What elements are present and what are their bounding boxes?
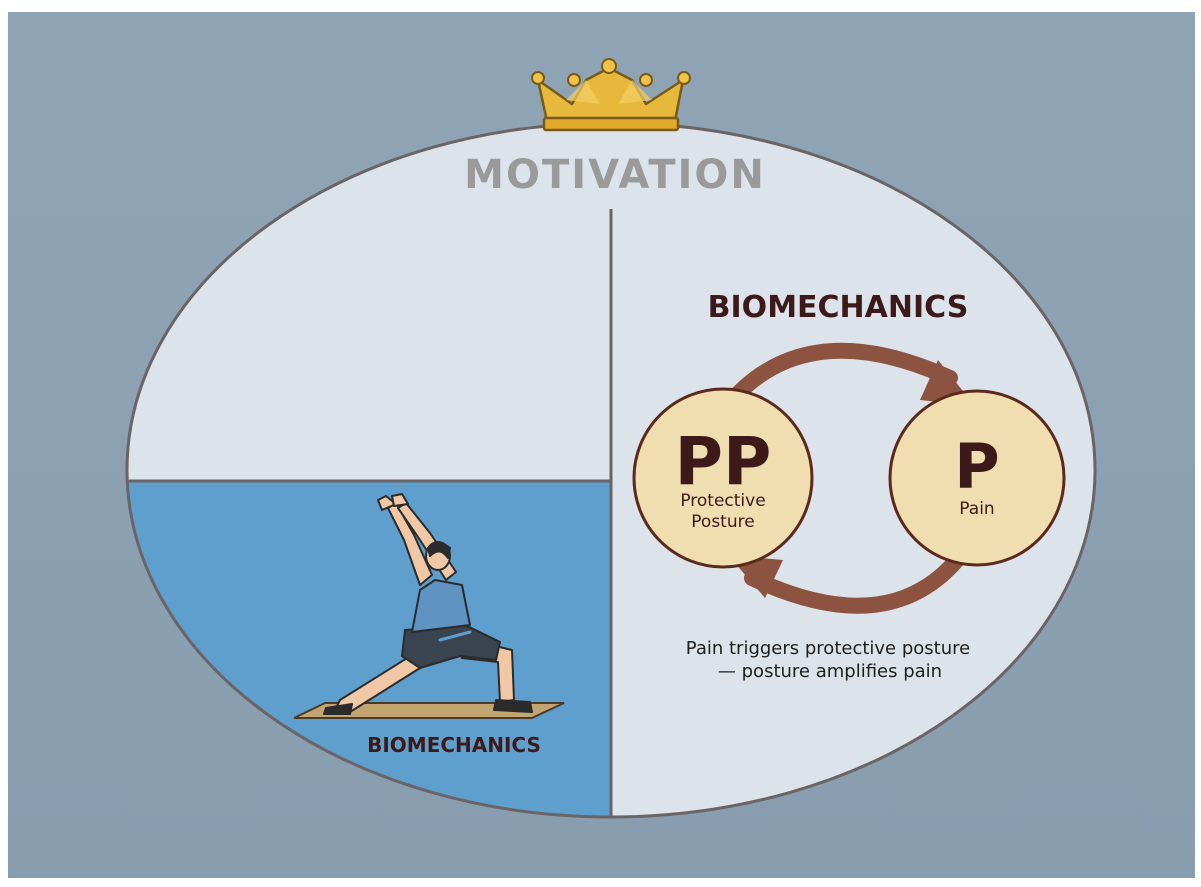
pp-abbr: PP	[675, 423, 772, 500]
protective-posture-node: PP Protective Posture	[632, 387, 814, 569]
motivation-title: MOTIVATION	[464, 152, 766, 198]
cycle-caption-line2: — posture amplifies pain	[718, 661, 942, 682]
pp-label-line1: Protective	[680, 491, 765, 511]
biomechanics-left-label: BIOMECHANICS	[367, 733, 541, 757]
p-abbr: P	[954, 430, 999, 503]
pain-node: P Pain	[888, 389, 1066, 567]
pain-label: Pain	[959, 499, 994, 519]
pp-label-line2: Posture	[691, 512, 754, 532]
cycle-caption-line1: Pain triggers protective posture	[686, 638, 970, 659]
top-arc-arrow	[714, 342, 958, 420]
crown-icon	[531, 58, 691, 132]
biomechanics-right-title: BIOMECHANICS	[708, 290, 969, 325]
yoga-person-icon	[323, 493, 533, 715]
